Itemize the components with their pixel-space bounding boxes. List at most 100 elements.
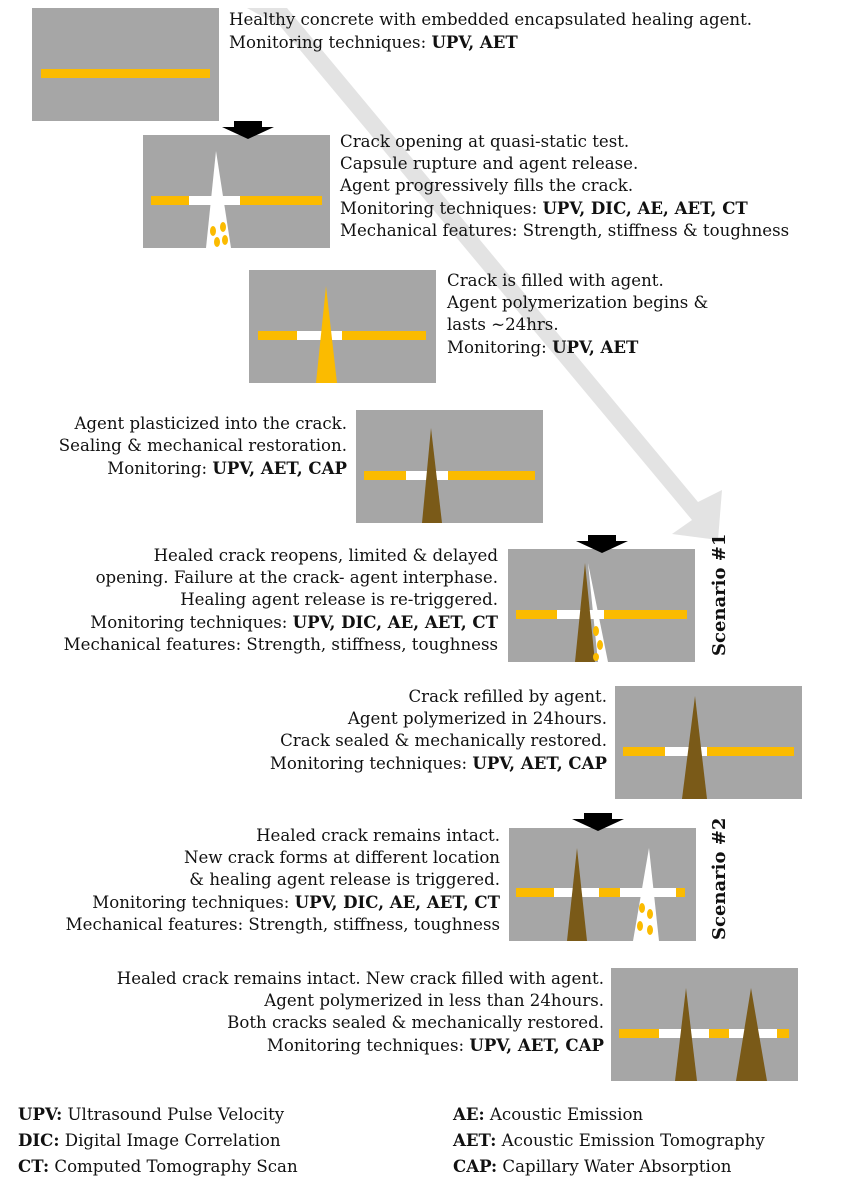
panel-crack-refilled — [615, 686, 802, 799]
line-techniques: UPV, DIC, AE, AET, CT — [292, 612, 498, 632]
capsule-gap — [297, 331, 342, 340]
healed-crack — [567, 848, 587, 941]
step-text-line: Healed crack remains intact. — [66, 825, 500, 847]
line-text: Agent polymerization begins & — [447, 293, 709, 312]
reopened-crack — [588, 563, 608, 662]
step-text-line: Agent progressively fills the crack. — [340, 175, 789, 197]
step-2-text: Crack opening at quasi-static test. Capsu… — [340, 131, 789, 242]
line-text: Agent progressively fills the crack. — [340, 176, 634, 195]
crack-reopens-illustration — [516, 563, 687, 662]
agent-droplet — [210, 226, 216, 236]
line-text: Agent polymerized in less than 24hours. — [264, 991, 604, 1010]
step-text-line: New crack forms at different location — [66, 847, 500, 869]
line-text: Monitoring techniques: — [266, 1036, 470, 1055]
legend-item-aet: AET: Acoustic Emission Tomography — [453, 1130, 765, 1150]
step-text-line: Monitoring techniques: UPV, AET — [229, 31, 752, 54]
step-8-text: Healed crack remains intact. New crack f… — [117, 968, 604, 1057]
line-techniques: UPV, AET, CAP — [469, 1035, 604, 1055]
line-techniques: UPV, AET, CAP — [212, 458, 347, 478]
step-text-line: Monitoring techniques: UPV, AET, CAP — [117, 1034, 604, 1057]
line-text: Crack is filled with agent. — [447, 271, 664, 290]
load-arrow-step5 — [576, 535, 628, 553]
legend-item-ae: AE: Acoustic Emission — [453, 1104, 644, 1124]
line-text: Crack opening at quasi-static test. — [340, 132, 630, 151]
step-text-line: Healed crack reopens, limited & delayed — [64, 545, 498, 567]
line-text: opening. Failure at the crack- agent int… — [95, 568, 498, 587]
healed-crack-second — [736, 988, 767, 1081]
scenario-1-label: Scenario #1 — [709, 533, 730, 656]
line-techniques: UPV, AET — [431, 32, 518, 52]
step-text-line: opening. Failure at the crack- agent int… — [64, 567, 498, 589]
load-arrow-step2 — [222, 121, 274, 139]
line-text: Monitoring techniques: — [340, 199, 543, 218]
capsule-left — [623, 747, 665, 756]
line-text: Monitoring techniques: — [229, 33, 432, 52]
step-text-line: Mechanical features: Strength, stiffness… — [66, 914, 500, 936]
step-text-line: Agent polymerized in 24hours. — [270, 708, 607, 730]
agent-droplet — [222, 235, 228, 245]
healed-crack — [422, 428, 442, 523]
step-text-line: Crack refilled by agent. — [270, 686, 607, 708]
healed-crack-first — [675, 988, 697, 1081]
capsule-middle — [709, 1029, 729, 1038]
panel-healthy-concrete — [32, 8, 219, 121]
new-crack-illustration — [516, 848, 685, 941]
legend-item-ct: CT: Computed Tomography Scan — [18, 1156, 298, 1176]
step-5-text: Healed crack reopens, limited & delayed o… — [64, 545, 498, 656]
panel-crack-reopens — [508, 549, 695, 662]
line-text: Monitoring techniques: — [269, 754, 473, 773]
panel-new-crack — [509, 828, 696, 941]
crack-opening-illustration — [151, 151, 322, 248]
line-text: Monitoring techniques: — [90, 613, 293, 632]
capsule-gap — [665, 747, 707, 756]
line-text: Both cracks sealed & mechanically restor… — [227, 1013, 604, 1032]
crack-filled-illustration — [258, 286, 426, 383]
load-arrow-step7 — [572, 813, 624, 831]
line-text: Healing agent release is re-triggered. — [180, 590, 498, 609]
agent-droplet — [639, 903, 645, 913]
step-text-line: Agent polymerization begins & — [447, 292, 708, 314]
panel-crack-opening — [143, 135, 330, 248]
capsule-left — [258, 331, 297, 340]
capsule-middle — [599, 888, 620, 897]
line-techniques: UPV, AET, CAP — [472, 753, 607, 773]
agent-droplet — [214, 237, 220, 247]
line-text: Healed crack remains intact. New crack f… — [116, 969, 604, 988]
capsule-right — [342, 331, 426, 340]
line-text: Mechanical features: Strength, stiffness… — [63, 635, 498, 654]
capsule-right — [777, 1029, 789, 1038]
step-text-line: & healing agent release is triggered. — [66, 869, 500, 891]
agent-droplet — [593, 626, 599, 636]
legend-item-upv: UPV: Ultrasound Pulse Velocity — [18, 1104, 285, 1124]
step-1-text: Healthy concrete with embedded encapsula… — [229, 9, 752, 54]
agent-droplet — [637, 921, 643, 931]
line-text: Agent polymerized in 24hours. — [347, 709, 607, 728]
line-text: Capsule rupture and agent release. — [340, 154, 639, 173]
capsule-left — [151, 196, 189, 205]
capsule-left — [619, 1029, 659, 1038]
step-7-text: Healed crack remains intact. New crack fo… — [66, 825, 500, 936]
line-text: lasts ~24hrs. — [447, 315, 559, 334]
crack-refilled-illustration — [623, 696, 794, 799]
line-text: Monitoring: — [107, 459, 213, 478]
agent-droplet — [647, 909, 653, 919]
line-text: Healed crack reopens, limited & delayed — [153, 546, 498, 565]
step-text-line: Mechanical features: Strength, stiffness… — [64, 634, 498, 656]
line-text: Crack sealed & mechanically restored. — [280, 731, 607, 750]
line-text: Monitoring techniques: — [92, 893, 295, 912]
step-text-line: Crack sealed & mechanically restored. — [270, 730, 607, 752]
line-text: Sealing & mechanical restoration. — [58, 436, 347, 455]
line-text: Healed crack remains intact. — [256, 826, 500, 845]
line-text: Crack refilled by agent. — [408, 687, 607, 706]
step-text-line: lasts ~24hrs. — [447, 314, 708, 336]
line-text: Mechanical features: Strength, stiffness… — [340, 221, 790, 240]
legend-item-cap: CAP: Capillary Water Absorption — [453, 1156, 732, 1176]
healed-crack — [575, 563, 595, 662]
step-text-line: Healed crack remains intact. New crack f… — [117, 968, 604, 990]
healed-crack — [682, 696, 707, 799]
step-text-line: Monitoring techniques: UPV, DIC, AE, AET… — [340, 197, 789, 220]
new-open-crack — [633, 848, 659, 941]
line-text: & healing agent release is triggered. — [189, 870, 500, 889]
agent-droplet — [593, 653, 599, 661]
panel-crack-filled — [249, 270, 436, 383]
